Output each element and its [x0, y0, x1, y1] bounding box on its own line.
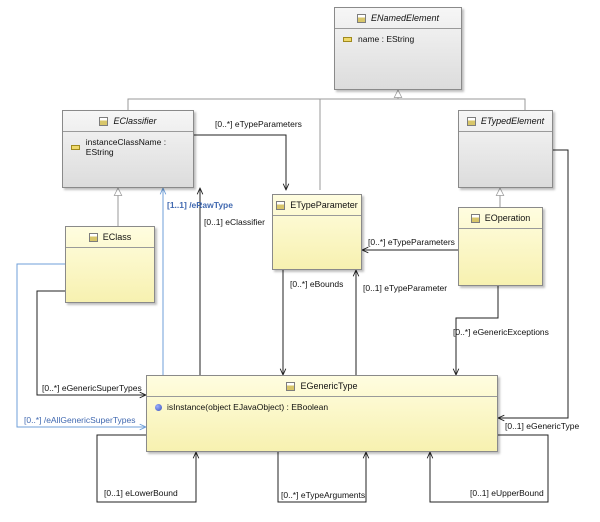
class-icon: [466, 116, 476, 126]
label-eupper-bound: [0..1] eUpperBound: [470, 488, 544, 498]
label-eraw-type: [1..1] /eRawType: [167, 200, 233, 210]
label-ebounds: [0..*] eBounds: [290, 279, 344, 289]
class-header: EOperation: [459, 208, 542, 229]
class-enamedelement[interactable]: ENamedElement name : EString: [334, 7, 462, 90]
operation-row: isInstance(object EJavaObject) : EBoolea…: [147, 397, 497, 412]
class-header: EClassifier: [63, 111, 193, 132]
attribute-text: instanceClassName : EString: [85, 137, 167, 157]
label-eall-generic-supertypes: [0..*] /eAllGenericSuperTypes: [24, 415, 136, 425]
class-icon: [356, 13, 366, 23]
label-egeneric-supertypes: [0..*] eGenericSuperTypes: [42, 383, 142, 393]
label-elower-bound: [0..1] eLowerBound: [104, 488, 178, 498]
class-icon: [276, 200, 286, 210]
label-etypeparameters-mid: [0..*] eTypeParameters: [368, 237, 455, 247]
attribute-text: name : EString: [358, 34, 415, 44]
operation-icon: [155, 403, 162, 411]
label-etypeparameters-top: [0..*] eTypeParameters: [215, 119, 302, 129]
class-header: EClass: [66, 227, 154, 248]
label-etype-arguments: [0..*] eTypeArguments: [281, 490, 366, 500]
derived-links: [16, 188, 163, 427]
class-name: ENamedElement: [370, 13, 440, 23]
label-egeneric-exceptions: [0..*] eGenericExceptions: [453, 327, 549, 337]
class-icon: [88, 232, 98, 242]
class-name: EGenericType: [300, 381, 358, 391]
class-name: EOperation: [484, 213, 531, 223]
attribute-row: name : EString: [335, 29, 461, 44]
operation-text: isInstance(object EJavaObject) : EBoolea…: [167, 402, 329, 412]
label-egeneric-type: [0..1] eGenericType: [505, 421, 580, 431]
class-eoperation[interactable]: EOperation: [458, 207, 543, 286]
class-eclassifier[interactable]: EClassifier instanceClassName : EString: [62, 110, 194, 188]
class-name: ETypeParameter: [290, 200, 358, 210]
class-header: ETypeParameter: [273, 195, 361, 216]
class-name: EClassifier: [113, 116, 157, 126]
class-icon: [470, 213, 480, 223]
class-eclass[interactable]: EClass: [65, 226, 155, 303]
class-header: EGenericType: [147, 376, 497, 397]
class-etypedelement[interactable]: ETypedElement: [458, 110, 553, 188]
class-name: ETypedElement: [480, 116, 545, 126]
label-eclassifier: [0..1] eClassifier: [204, 217, 265, 227]
class-header: ETypedElement: [459, 111, 552, 132]
class-egenerictype[interactable]: EGenericType isInstance(object EJavaObje…: [146, 375, 498, 452]
class-icon: [99, 116, 109, 126]
association-links: [36, 135, 569, 503]
class-etypeparameter[interactable]: ETypeParameter: [272, 194, 362, 270]
attribute-icon: [71, 144, 80, 150]
class-icon: [286, 381, 296, 391]
label-etypeparameter: [0..1] eTypeParameter: [363, 283, 448, 293]
class-header: ENamedElement: [335, 8, 461, 29]
attribute-icon: [343, 36, 352, 42]
class-name: EClass: [102, 232, 132, 242]
attribute-row: instanceClassName : EString: [63, 132, 193, 157]
